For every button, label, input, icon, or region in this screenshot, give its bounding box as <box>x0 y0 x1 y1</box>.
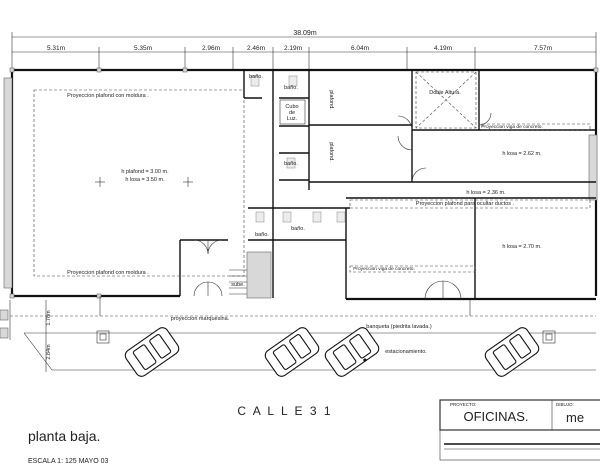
east-offices: Doble Altura. Proyeccion viga de concret… <box>309 70 596 299</box>
dimension-segment: 5.31m <box>47 45 65 52</box>
slab-height-label: h losa = 3.50 m. <box>125 177 165 183</box>
slab-height-label: h losa = 2.70 m. <box>502 244 542 250</box>
main-office-area: Proyeccion plafond con moldura . Proyecc… <box>33 89 245 296</box>
ceiling-height-label: h plafond = 3.00 m. <box>121 169 169 175</box>
parked-car <box>124 327 180 377</box>
dimension-total: 38.09m <box>293 30 317 37</box>
central-core: baño. baño. Cubo de Luz. baño. baño. bañ… <box>180 70 350 299</box>
light-well-label: de <box>289 110 295 116</box>
project-field-label: PROYECTO: <box>450 402 476 407</box>
slab-height-label: h losa = 2.36 m. <box>466 190 506 196</box>
sidewalk-label: banqueta (piedrita lavada.) <box>366 324 432 330</box>
dimension-segment: 2.46m <box>247 45 265 52</box>
vertical-dimension: 2.84m <box>46 344 52 360</box>
project-name: OFICINAS. <box>463 409 528 424</box>
drawn-by-value: me <box>566 410 584 425</box>
bathroom-label: baño. <box>291 226 305 232</box>
double-height-label: Doble Altura. <box>429 90 461 96</box>
parking-label: estacionamiento. <box>385 349 427 355</box>
bathroom-label: baño. <box>255 232 269 238</box>
dimension-segment: 5.35m <box>134 45 152 52</box>
parked-car <box>324 327 380 377</box>
dimension-segment: 4.19m <box>434 45 452 52</box>
canopy-projection-label: proyeccion marquesina. <box>171 316 230 322</box>
drawn-by-field-label: DIBUJO: <box>556 402 574 407</box>
vertical-dimension: 1.78m <box>46 310 52 326</box>
bathroom-label: baño. <box>284 85 298 91</box>
stair-up-label: sube. <box>231 282 245 288</box>
bathroom-label: baño. <box>249 74 263 80</box>
beam-projection-label: Proyeccion viga de concreto. <box>353 266 415 272</box>
dimension-segment: 2.96m <box>202 45 220 52</box>
light-well-label: Cubo <box>285 104 298 110</box>
exterior-walls <box>3 67 599 301</box>
plafond-projection-bottom: Proyeccion plafond con moldura . <box>67 270 149 276</box>
dimension-segment: 2.19m <box>284 45 302 52</box>
plafond-side-label: plafond. <box>328 142 334 162</box>
parked-car <box>264 327 320 377</box>
title-block: PROYECTO: OFICINAS. DIBUJO: me <box>439 399 600 461</box>
light-well-label: Luz. <box>287 116 298 122</box>
slab-height-label: h losa = 2.62 m. <box>502 151 542 157</box>
parked-car <box>484 327 540 377</box>
exterior-area: 1.78m 2.84m proyeccion marquesina. banqu… <box>0 296 596 377</box>
dimension-chain: 38.09m 5.31m 5.35m 2.96m 2.46m 2.19m 6.0… <box>11 30 597 70</box>
dimension-segment: 7.57m <box>534 45 552 52</box>
scale-date-note: ESCALA 1: 125 MAYO 03 <box>28 458 109 465</box>
door-swings <box>193 112 492 300</box>
dimension-segment: 6.04m <box>351 45 369 52</box>
drawing-title: planta baja. <box>28 428 100 444</box>
crosshair-marks <box>95 177 193 187</box>
bathroom-label: baño. <box>284 161 298 167</box>
beam-projection-label: Proyeccion viga de concreto. <box>481 124 543 130</box>
plafond-side-label: plafond. <box>328 90 334 110</box>
street-name: C A L L E 3 1 <box>237 404 332 418</box>
duct-plafond-label: Proyeccion plafond para ocultar ductos . <box>416 201 515 207</box>
plafond-projection-top: Proyeccion plafond con moldura . <box>67 93 149 99</box>
